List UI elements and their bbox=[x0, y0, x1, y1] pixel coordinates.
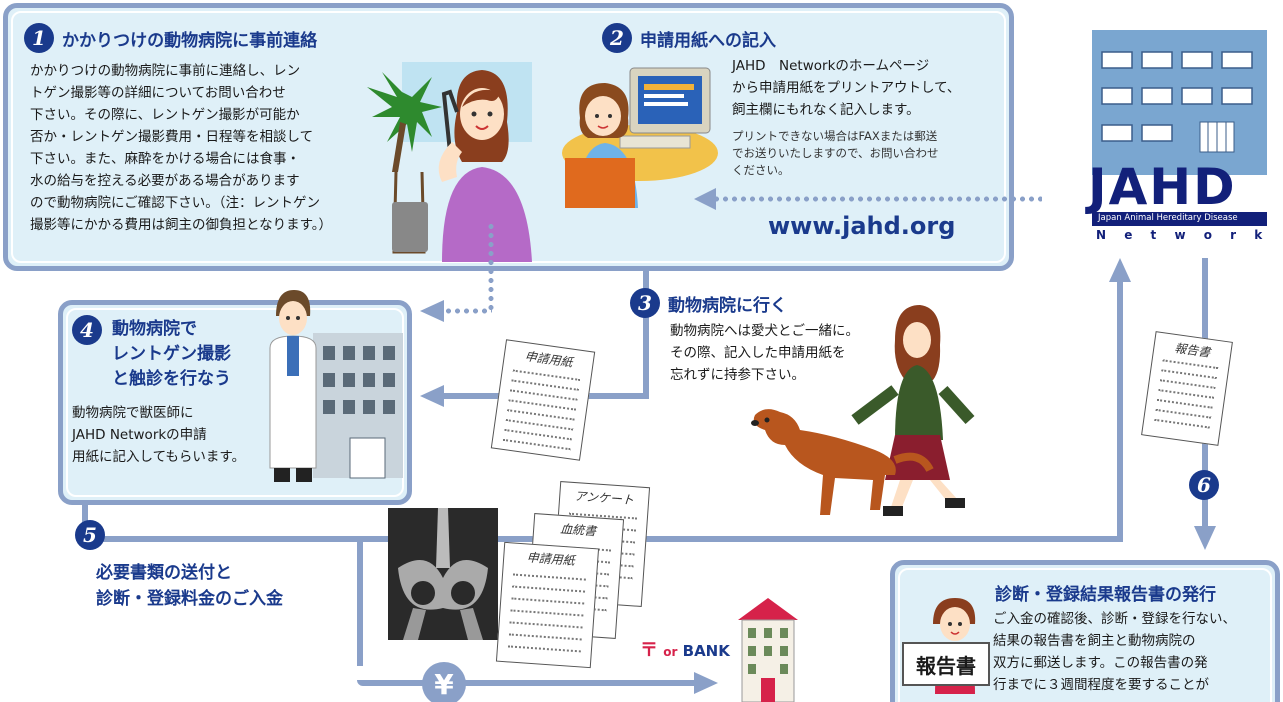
step2-line: から申請用紙をプリントアウトして、 bbox=[732, 80, 961, 96]
arrow-up-icon bbox=[1109, 258, 1131, 282]
application-form-document: 申請用紙 bbox=[490, 339, 596, 461]
step4-title: 動物病院で レントゲン撮影 と触診を行なう bbox=[112, 317, 231, 392]
step2-note-line: ください。 bbox=[732, 163, 790, 177]
computer-monitor-icon bbox=[619, 67, 711, 149]
step5-number-badge: 5 bbox=[75, 520, 105, 550]
application-form-document: 申請用紙 bbox=[495, 541, 600, 669]
application-form-label: 申請用紙 bbox=[523, 349, 574, 370]
yen-symbol: ¥ bbox=[434, 667, 454, 701]
xray-image-icon bbox=[388, 508, 498, 640]
application-form-label: 申請用紙 bbox=[526, 550, 576, 568]
step2-note-line: プリントできない場合はFAXまたは郵送 bbox=[732, 129, 938, 143]
step3-number-badge: 3 bbox=[630, 288, 660, 318]
step1-line: ので動物病院にご確認下さい。（注：レントゲン bbox=[30, 195, 320, 211]
or-text: or bbox=[663, 645, 678, 659]
step4-line: 用紙に記入してもらいます。 bbox=[72, 449, 246, 465]
step5-title-line: 必要書類の送付と bbox=[96, 563, 232, 583]
step2-note: プリントできない場合はFAXまたは郵送 でお送りいたしますので、お問い合わせ く… bbox=[732, 128, 1002, 179]
step6-line: 双方に郵送します。この報告書の発 bbox=[993, 655, 1208, 671]
survey-label: アンケート bbox=[574, 489, 635, 508]
step1-line: 水の給与を控える必要がある場合があります bbox=[30, 173, 300, 189]
step5-title: 必要書類の送付と 診断・登録料金のご入金 bbox=[96, 560, 283, 612]
step4-line: JAHD Networkの申請 bbox=[72, 427, 207, 443]
arrow-left-icon bbox=[420, 385, 444, 407]
step1-line: 撮影等にかかる費用は飼主の御負担となります。） bbox=[30, 217, 332, 233]
step1-line: 下さい。また、麻酔をかける場合には食事・ bbox=[30, 151, 300, 167]
bank-text: BANK bbox=[682, 642, 730, 660]
step1-line: 下さい。その際に、レントゲン撮影が可能か bbox=[30, 107, 300, 123]
veterinarian-icon bbox=[269, 290, 317, 482]
step1-number-badge: 1 bbox=[24, 23, 54, 53]
jahd-logo-network: N e t w o r k bbox=[1096, 228, 1270, 242]
chair-icon bbox=[565, 158, 635, 208]
arrow-left-icon bbox=[694, 188, 716, 210]
step3-title: 動物病院に行く bbox=[668, 296, 787, 316]
connector-step2-down bbox=[643, 268, 649, 398]
step2-note-line: でお送りいたしますので、お問い合わせ bbox=[732, 146, 939, 160]
step3-description: 動物病院へは愛犬とご一緒に。 その際、記入した申請用紙を 忘れずに持参下さい。 bbox=[670, 320, 930, 386]
connector-payment-across bbox=[357, 680, 697, 686]
step2-number-badge: 2 bbox=[602, 23, 632, 53]
step6-line: 結果の報告書を飼主と動物病院の bbox=[993, 633, 1196, 649]
potted-plant-icon bbox=[367, 72, 442, 254]
dotted-connector-to-step4 bbox=[444, 308, 492, 314]
step6-line: 行までに３週間程度を要することが bbox=[993, 677, 1209, 693]
step6-title: 診断・登録結果報告書の発行 bbox=[995, 585, 1216, 605]
post-or-bank-label: 〒 or BANK bbox=[640, 636, 730, 662]
dotted-connector-step1-down bbox=[488, 222, 494, 312]
hospital-building-icon bbox=[313, 333, 403, 479]
website-url-link[interactable]: www.jahd.org bbox=[768, 212, 956, 240]
step5-title-line: 診断・登録料金のご入金 bbox=[96, 589, 283, 609]
building-door-icon bbox=[1199, 121, 1235, 153]
arrow-left-icon bbox=[420, 300, 444, 322]
step2-description: JAHD Networkのホームページ から申請用紙をプリントアウトして、 飼主… bbox=[732, 55, 1002, 121]
connector-up-to-jahd bbox=[1117, 280, 1123, 542]
step4-number-badge: 4 bbox=[72, 315, 102, 345]
step2-title: 申請用紙への記入 bbox=[640, 31, 776, 51]
veterinarian-hospital-illustration bbox=[269, 290, 403, 482]
girl-at-computer-illustration bbox=[562, 67, 718, 208]
step6-line: ご入金の確認後、診断・登録を行ない、 bbox=[993, 611, 1236, 627]
report-sign-label: 報告書 bbox=[916, 653, 976, 678]
report-sign: 報告書 bbox=[902, 642, 990, 686]
jahd-building-icon bbox=[1092, 30, 1267, 175]
step3-line: その際、記入した申請用紙を bbox=[670, 345, 846, 361]
step4-title-line: と触診を行なう bbox=[112, 369, 231, 389]
pedigree-label: 血統書 bbox=[559, 521, 597, 539]
jahd-logo-subtitle: Japan Animal Hereditary Disease bbox=[1098, 213, 1238, 223]
yen-coin-icon: ¥ bbox=[422, 662, 466, 702]
step1-description: かかりつけの動物病院に事前に連絡し、レン トゲン撮影等の詳細についてお問い合わせ… bbox=[30, 60, 390, 236]
jahd-logo-subtitle-bar bbox=[1092, 212, 1267, 226]
step6-description: ご入金の確認後、診断・登録を行ない、 結果の報告書を飼主と動物病院の 双方に郵送… bbox=[993, 608, 1278, 696]
woman-walking-dog-illustration bbox=[751, 305, 975, 516]
golden-retriever-icon bbox=[751, 409, 934, 515]
step6-number-badge: 6 bbox=[1189, 470, 1219, 500]
woman-figure-icon bbox=[438, 70, 532, 262]
step1-line: トゲン撮影等の詳細についてお問い合わせ bbox=[30, 85, 286, 101]
walking-woman-icon bbox=[851, 305, 975, 516]
dotted-connector-jahd-to-step2 bbox=[712, 196, 1042, 202]
arrow-down-icon bbox=[1194, 526, 1216, 550]
step3-line: 忘れずに持参下さい。 bbox=[670, 367, 805, 383]
step2-line: 飼主欄にもれなく記入します。 bbox=[732, 102, 920, 118]
step1-line: 否か・レントゲン撮影費用・日程等を相談して bbox=[30, 129, 314, 145]
woman-on-phone-illustration bbox=[367, 62, 532, 262]
arrow-right-icon bbox=[694, 672, 718, 694]
step1-line: かかりつけの動物病院に事前に連絡し、レン bbox=[30, 63, 301, 79]
step3-line: 動物病院へは愛犬とご一緒に。 bbox=[670, 323, 859, 339]
postal-mark-icon: 〒 bbox=[640, 640, 658, 661]
connector-payment-down bbox=[357, 536, 363, 666]
step4-title-line: レントゲン撮影 bbox=[112, 344, 231, 364]
jahd-logo-letters: JAHD bbox=[1088, 158, 1237, 216]
report-document: 報告書 bbox=[1141, 331, 1233, 446]
step4-title-line: 動物病院で bbox=[112, 319, 197, 339]
step2-line: JAHD Networkのホームページ bbox=[732, 58, 930, 74]
step4-description: 動物病院で獣医師に JAHD Networkの申請 用紙に記入してもらいます。 bbox=[72, 402, 332, 468]
step1-title: かかりつけの動物病院に事前連絡 bbox=[62, 31, 318, 51]
bank-building-icon bbox=[738, 598, 798, 702]
step4-line: 動物病院で獣医師に bbox=[72, 405, 194, 421]
